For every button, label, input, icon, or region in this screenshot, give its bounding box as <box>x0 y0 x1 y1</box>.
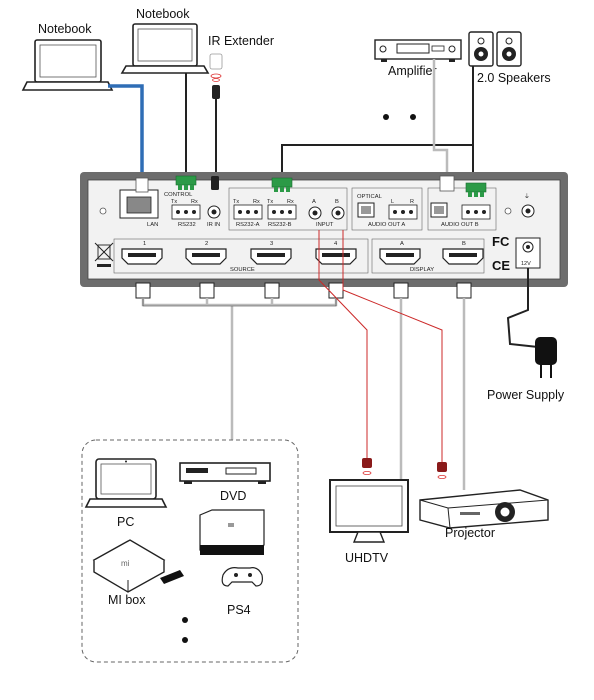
notebook-left <box>21 39 114 91</box>
ir-emitter-b <box>437 462 447 472</box>
lan-label: LAN <box>147 222 158 228</box>
audio-a-r-label: R <box>410 199 414 205</box>
svg-text:mi: mi <box>121 559 130 568</box>
input-label: INPUT <box>316 222 334 228</box>
rs232-rx-label: Rx <box>191 199 198 205</box>
speakers-icon <box>468 31 522 67</box>
speakers-label: 2.0 Speakers <box>477 71 551 85</box>
matrix-device: LAN CONTROL Tx Rx RS232 IR IN Tx Rx RS23… <box>80 172 568 287</box>
ps4-label: PS4 <box>227 603 251 617</box>
ir-cable-a <box>318 230 368 458</box>
rs232-b-rx-label: Rx <box>287 199 294 205</box>
rs232-label: RS232 <box>178 222 196 228</box>
display-a-label: A <box>400 241 404 247</box>
rs232-b-tx-label: Tx <box>267 199 273 205</box>
ps4-icon <box>199 509 265 587</box>
source-cables <box>141 298 338 440</box>
input-b-label: B <box>335 199 339 205</box>
source-label: SOURCE <box>230 267 255 273</box>
notebook-left-label: Notebook <box>38 22 92 36</box>
dot <box>182 617 188 623</box>
ir-in-label: IR IN <box>207 222 220 228</box>
input-a-label: A <box>312 199 316 205</box>
power-cable <box>506 268 539 348</box>
rs232-a-label: RS232-A <box>236 222 260 228</box>
weee-icon <box>94 242 114 267</box>
display-b-label: B <box>462 241 466 247</box>
mi-box-label: MI box <box>108 593 146 607</box>
rs232-tx-label: Tx <box>171 199 177 205</box>
audio-out-a-label: AUDIO OUT A <box>368 222 405 228</box>
hdmi-out-a <box>379 248 421 265</box>
dc-label: 12V <box>521 261 531 267</box>
audio-out-b-label: AUDIO OUT B <box>441 222 479 228</box>
ir-extender-icon <box>209 53 223 178</box>
hdmi-port-2 <box>185 248 227 265</box>
source-2-label: 2 <box>205 241 208 247</box>
optical-label: OPTICAL <box>357 194 383 200</box>
sources-group <box>81 439 299 663</box>
fc-mark: FC <box>492 234 510 249</box>
projector-label: Projector <box>445 526 495 540</box>
projector-icon <box>419 489 549 529</box>
dvd-label: DVD <box>220 489 246 503</box>
amplifier-label: Amplifier <box>388 64 437 78</box>
ir-cable-b <box>342 230 443 462</box>
pc-label: PC <box>117 515 134 529</box>
hdmi-port-1 <box>121 248 163 265</box>
dot <box>383 114 389 120</box>
uhdtv-icon <box>329 479 409 543</box>
source-cables-outline <box>142 298 337 307</box>
control-label: CONTROL <box>164 192 193 198</box>
mi-box-icon: mi <box>92 539 184 593</box>
hdmi-port-4 <box>315 248 357 265</box>
audio-a-l-label: L <box>391 199 394 205</box>
ir-extender-label: IR Extender <box>208 34 274 48</box>
pc-icon <box>84 458 168 508</box>
hdmi-out-b <box>442 248 484 265</box>
rs232-b-label: RS232-B <box>268 222 292 228</box>
rs232-a-tx-label: Tx <box>233 199 239 205</box>
rs232-b-cable <box>281 144 474 182</box>
ce-mark: CE <box>492 258 510 273</box>
rs232-a-rx-label: Rx <box>253 199 260 205</box>
source-1-label: 1 <box>143 241 146 247</box>
power-supply-icon <box>535 337 557 378</box>
dvd-icon <box>179 462 271 484</box>
dot <box>410 114 416 120</box>
amplifier-icon <box>374 39 462 62</box>
uhdtv-label: UHDTV <box>345 551 389 565</box>
display-label: DISPLAY <box>410 267 434 273</box>
notebook-right-label: Notebook <box>136 7 190 21</box>
ir-emitter-a <box>362 458 372 468</box>
source-3-label: 3 <box>270 241 273 247</box>
ground-symbol: ⏚ <box>524 193 530 200</box>
notebook-right <box>120 23 210 74</box>
source-4-label: 4 <box>334 241 338 247</box>
amplifier-cable <box>432 59 449 180</box>
power-supply-label: Power Supply <box>487 388 565 402</box>
lan-cable <box>108 84 144 176</box>
hdmi-port-3 <box>250 248 292 265</box>
dot <box>182 637 188 643</box>
